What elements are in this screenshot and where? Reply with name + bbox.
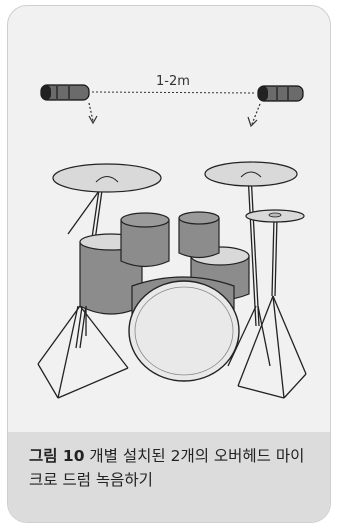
bass-drum [129, 277, 239, 381]
right-microphone-icon [258, 86, 303, 101]
figure-number: 그림 10 [29, 447, 85, 465]
right-aim-arrow-icon [248, 104, 260, 126]
left-microphone-icon [41, 85, 89, 100]
distance-label: 1-2m [156, 74, 190, 89]
right-crash-cymbal [205, 162, 297, 186]
rack-tom-right [179, 212, 219, 258]
hi-hat-cymbal [246, 210, 304, 222]
rack-tom-left [121, 213, 169, 267]
left-aim-arrow-icon [89, 103, 97, 123]
figure-caption: 그림 10 개별 설치된 2개의 오버헤드 마이크로 드럼 녹음하기 [8, 432, 331, 523]
distance-line [92, 92, 256, 93]
left-crash-cymbal [53, 164, 161, 192]
figure-card: 1-2m [7, 5, 331, 523]
drum-kit-illustration: 1-2m [8, 6, 331, 431]
